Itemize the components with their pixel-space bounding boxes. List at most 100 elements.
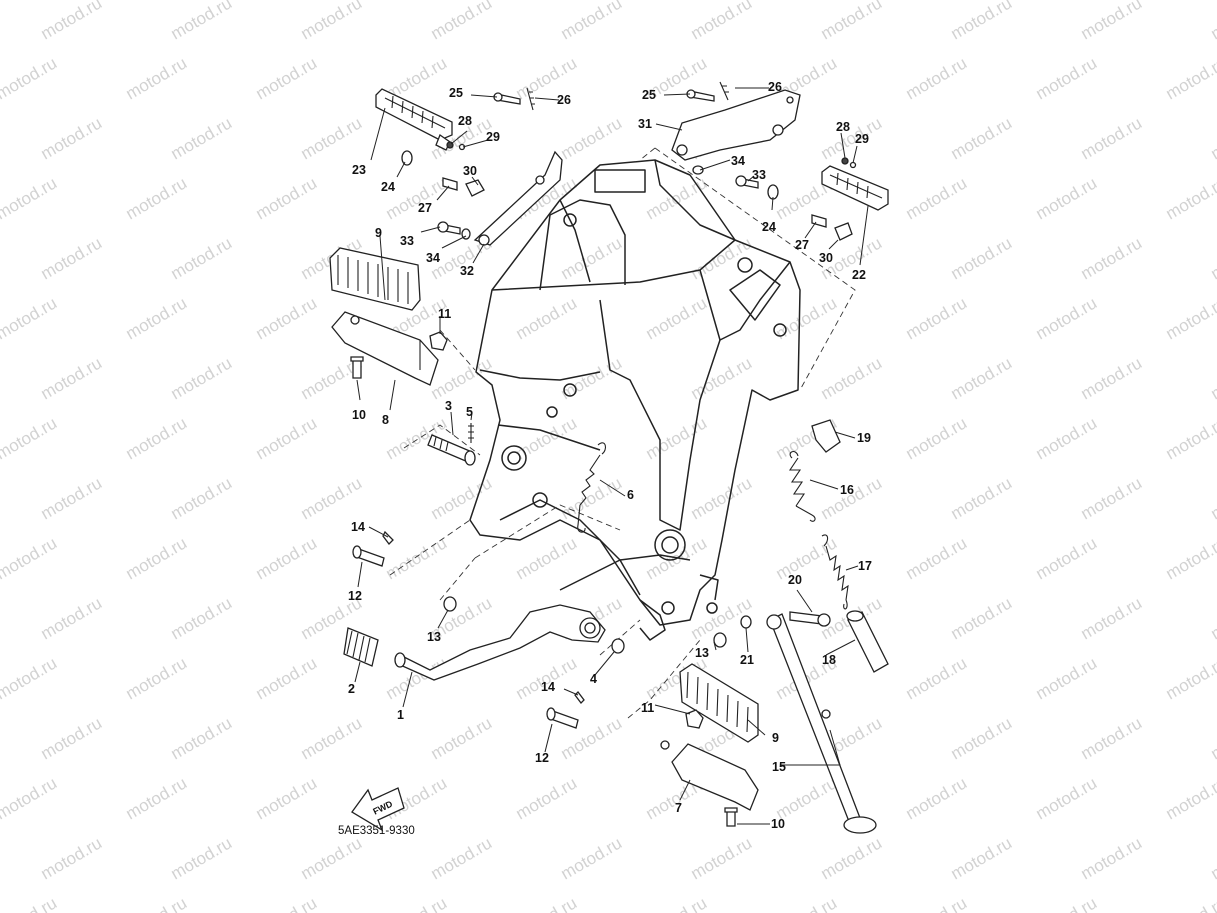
watermark-text: motod.ru bbox=[1033, 533, 1101, 583]
clevis-pin-left bbox=[352, 545, 385, 567]
callout-c6: 6 bbox=[627, 488, 634, 502]
watermark-text: motod.ru bbox=[0, 173, 60, 223]
watermark-text: motod.ru bbox=[643, 173, 711, 223]
watermark-text: motod.ru bbox=[818, 473, 886, 523]
watermark-text: motod.ru bbox=[1163, 533, 1217, 583]
brake-pedal-rubber bbox=[343, 627, 379, 667]
callout-c9b: 9 bbox=[772, 731, 779, 745]
callout-c31: 31 bbox=[638, 117, 652, 131]
frame-assembly bbox=[469, 159, 801, 641]
torsion-spring-right bbox=[685, 709, 704, 729]
watermark-text: motod.ru bbox=[38, 473, 106, 523]
callout-c16: 16 bbox=[840, 483, 854, 497]
footrest-rubber-left bbox=[329, 247, 421, 311]
watermark-text: motod.ru bbox=[428, 0, 496, 43]
watermark-text: motod.ru bbox=[253, 653, 321, 703]
watermark-text: motod.ru bbox=[1033, 773, 1101, 823]
callout-c8: 8 bbox=[382, 413, 389, 427]
callout-c18: 18 bbox=[822, 653, 836, 667]
callout-c34a: 34 bbox=[426, 251, 440, 265]
watermark-text: motod.ru bbox=[253, 293, 321, 343]
watermark-text: motod.ru bbox=[513, 773, 581, 823]
watermark-text: motod.ru bbox=[123, 773, 191, 823]
callout-c34b: 34 bbox=[731, 154, 745, 168]
watermark-text: motod.ru bbox=[1163, 53, 1217, 103]
watermark-text: motod.ru bbox=[948, 0, 1016, 43]
watermark-text: motod.ru bbox=[773, 773, 841, 823]
callout-c33b: 33 bbox=[752, 168, 766, 182]
callout-c4: 4 bbox=[590, 672, 597, 686]
watermark-text: motod.ru bbox=[0, 653, 60, 703]
watermark-text: motod.ru bbox=[948, 113, 1016, 163]
callout-c24b: 24 bbox=[762, 220, 776, 234]
watermark-text: motod.ru bbox=[298, 113, 366, 163]
callout-c22: 22 bbox=[852, 268, 866, 282]
callout-c23: 23 bbox=[352, 163, 366, 177]
callout-c13b: 13 bbox=[695, 646, 709, 660]
watermark-text: motod.ru bbox=[38, 833, 106, 883]
rear-footrest-left bbox=[375, 88, 453, 151]
watermark-text: motod.ru bbox=[38, 0, 106, 43]
watermark-text: motod.ru bbox=[773, 893, 841, 913]
watermark-text: motod.ru bbox=[688, 0, 756, 43]
sidestand-spring-17 bbox=[821, 534, 849, 610]
watermark-text: motod.ru bbox=[513, 533, 581, 583]
footrest-bracket-main-right bbox=[660, 740, 759, 827]
watermark-text: motod.ru bbox=[688, 833, 756, 883]
watermark-text: motod.ru bbox=[513, 293, 581, 343]
callout-c13a: 13 bbox=[427, 630, 441, 644]
brake-spring bbox=[577, 442, 607, 533]
watermark-text: motod.ru bbox=[168, 593, 236, 643]
callout-c7: 7 bbox=[675, 801, 682, 815]
torsion-spring-left bbox=[429, 331, 448, 351]
callout-c28a: 28 bbox=[458, 114, 472, 128]
watermark-text: motod.ru bbox=[688, 473, 756, 523]
watermark-text: motod.ru bbox=[903, 293, 971, 343]
pin-5 bbox=[468, 423, 474, 443]
watermark-text: motod.ru bbox=[1163, 893, 1217, 913]
callout-c15: 15 bbox=[772, 760, 786, 774]
watermark-text: motod.ru bbox=[38, 593, 106, 643]
callout-c33a: 33 bbox=[400, 234, 414, 248]
watermark-text: motod.ru bbox=[558, 473, 626, 523]
callout-c32: 32 bbox=[460, 264, 474, 278]
watermark-text: motod.ru bbox=[123, 53, 191, 103]
watermark-text: motod.ru bbox=[0, 53, 60, 103]
watermark-text: motod.ru bbox=[903, 893, 971, 913]
watermark-text: motod.ru bbox=[1208, 233, 1217, 283]
callout-c25a: 25 bbox=[449, 86, 463, 100]
watermark-text: motod.ru bbox=[643, 413, 711, 463]
callout-c21: 21 bbox=[740, 653, 754, 667]
watermark-text: motod.ru bbox=[1208, 113, 1217, 163]
watermark-text: motod.ru bbox=[123, 293, 191, 343]
sidestand-bolt bbox=[789, 611, 831, 627]
watermark-text: motod.ru bbox=[513, 653, 581, 703]
callout-c10a: 10 bbox=[352, 408, 366, 422]
callout-c29a: 29 bbox=[486, 130, 500, 144]
watermark-text: motod.ru bbox=[513, 413, 581, 463]
watermark-text: motod.ru bbox=[1163, 653, 1217, 703]
parts bbox=[329, 81, 889, 834]
callout-labels: 1234567899101011111212131314141516171819… bbox=[348, 80, 872, 831]
watermark-text: motod.ru bbox=[38, 353, 106, 403]
callout-c30b: 30 bbox=[819, 251, 833, 265]
callout-c5: 5 bbox=[466, 405, 473, 419]
watermark-text: motod.ru bbox=[818, 353, 886, 403]
watermark-text: motod.ru bbox=[428, 833, 496, 883]
watermark-text: motod.ru bbox=[0, 773, 60, 823]
watermark-text: motod.ru bbox=[298, 713, 366, 763]
watermark-text: motod.ru bbox=[0, 413, 60, 463]
watermark-text: motod.ru bbox=[123, 413, 191, 463]
callout-c14b: 14 bbox=[541, 680, 555, 694]
callout-c25b: 25 bbox=[642, 88, 656, 102]
watermark-text: motod.ru bbox=[123, 533, 191, 583]
cotter-pin-left bbox=[382, 530, 394, 545]
watermark-text: motod.ru bbox=[168, 0, 236, 43]
callout-c27a: 27 bbox=[418, 201, 432, 215]
washer-13-right bbox=[713, 632, 727, 648]
pivot-shaft bbox=[427, 434, 476, 466]
callout-c20: 20 bbox=[788, 573, 802, 587]
brake-pedal bbox=[394, 604, 606, 681]
